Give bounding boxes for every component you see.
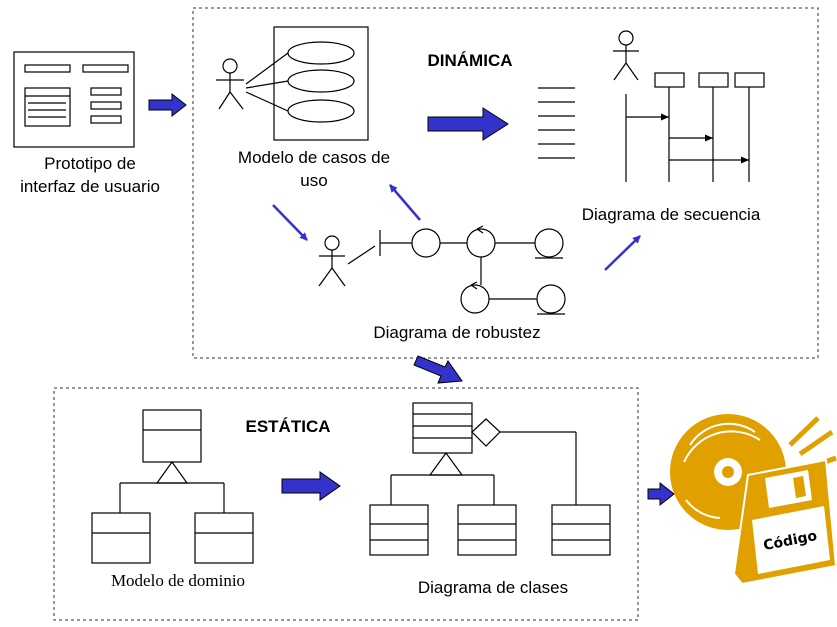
arrow-static-to-code: [647, 481, 675, 507]
casos-uso-label-line1: Modelo de casos de: [238, 148, 390, 167]
use-case-actor-icon: [216, 58, 244, 110]
prototipo-label-line1: Prototipo de: [44, 154, 136, 173]
casos-uso-label-line2: uso: [300, 171, 327, 190]
diagrama-clases-label: Diagrama de clases: [418, 578, 568, 597]
use-case-diagram-icon: [245, 26, 369, 141]
arrow-prototype-to-dynamic: [148, 92, 187, 118]
arrow-usecase-to-sequence: [427, 107, 509, 141]
diagrama-secuencia-label: Diagrama de secuencia: [582, 205, 761, 224]
code-floppy-icon: Código: [732, 458, 837, 586]
domain-model-icon: [91, 409, 254, 564]
arrow-robustness-to-usecase: [389, 184, 421, 221]
text-lines-icon: [538, 87, 575, 159]
dynamic-section-box: [192, 7, 819, 359]
arrow-usecase-to-robustness: [272, 204, 308, 241]
robustness-diagram-icon: [318, 225, 566, 315]
sequence-diagram-icon: [613, 30, 765, 182]
class-diagram-icon: [369, 402, 611, 556]
diagrama-robustez-label: Diagrama de robustez: [373, 323, 540, 342]
arrow-domain-to-classes: [281, 471, 341, 501]
ui-prototype-icon: [13, 51, 135, 148]
prototipo-label-line2: interfaz de usuario: [20, 177, 160, 196]
modelo-dominio-label: Modelo de dominio: [111, 571, 245, 590]
dinamica-title: DINÁMICA: [428, 51, 513, 70]
arrow-robustness-to-sequence: [604, 235, 641, 271]
arrow-dynamic-to-static: [413, 355, 463, 384]
estatica-title: ESTÁTICA: [246, 417, 331, 436]
